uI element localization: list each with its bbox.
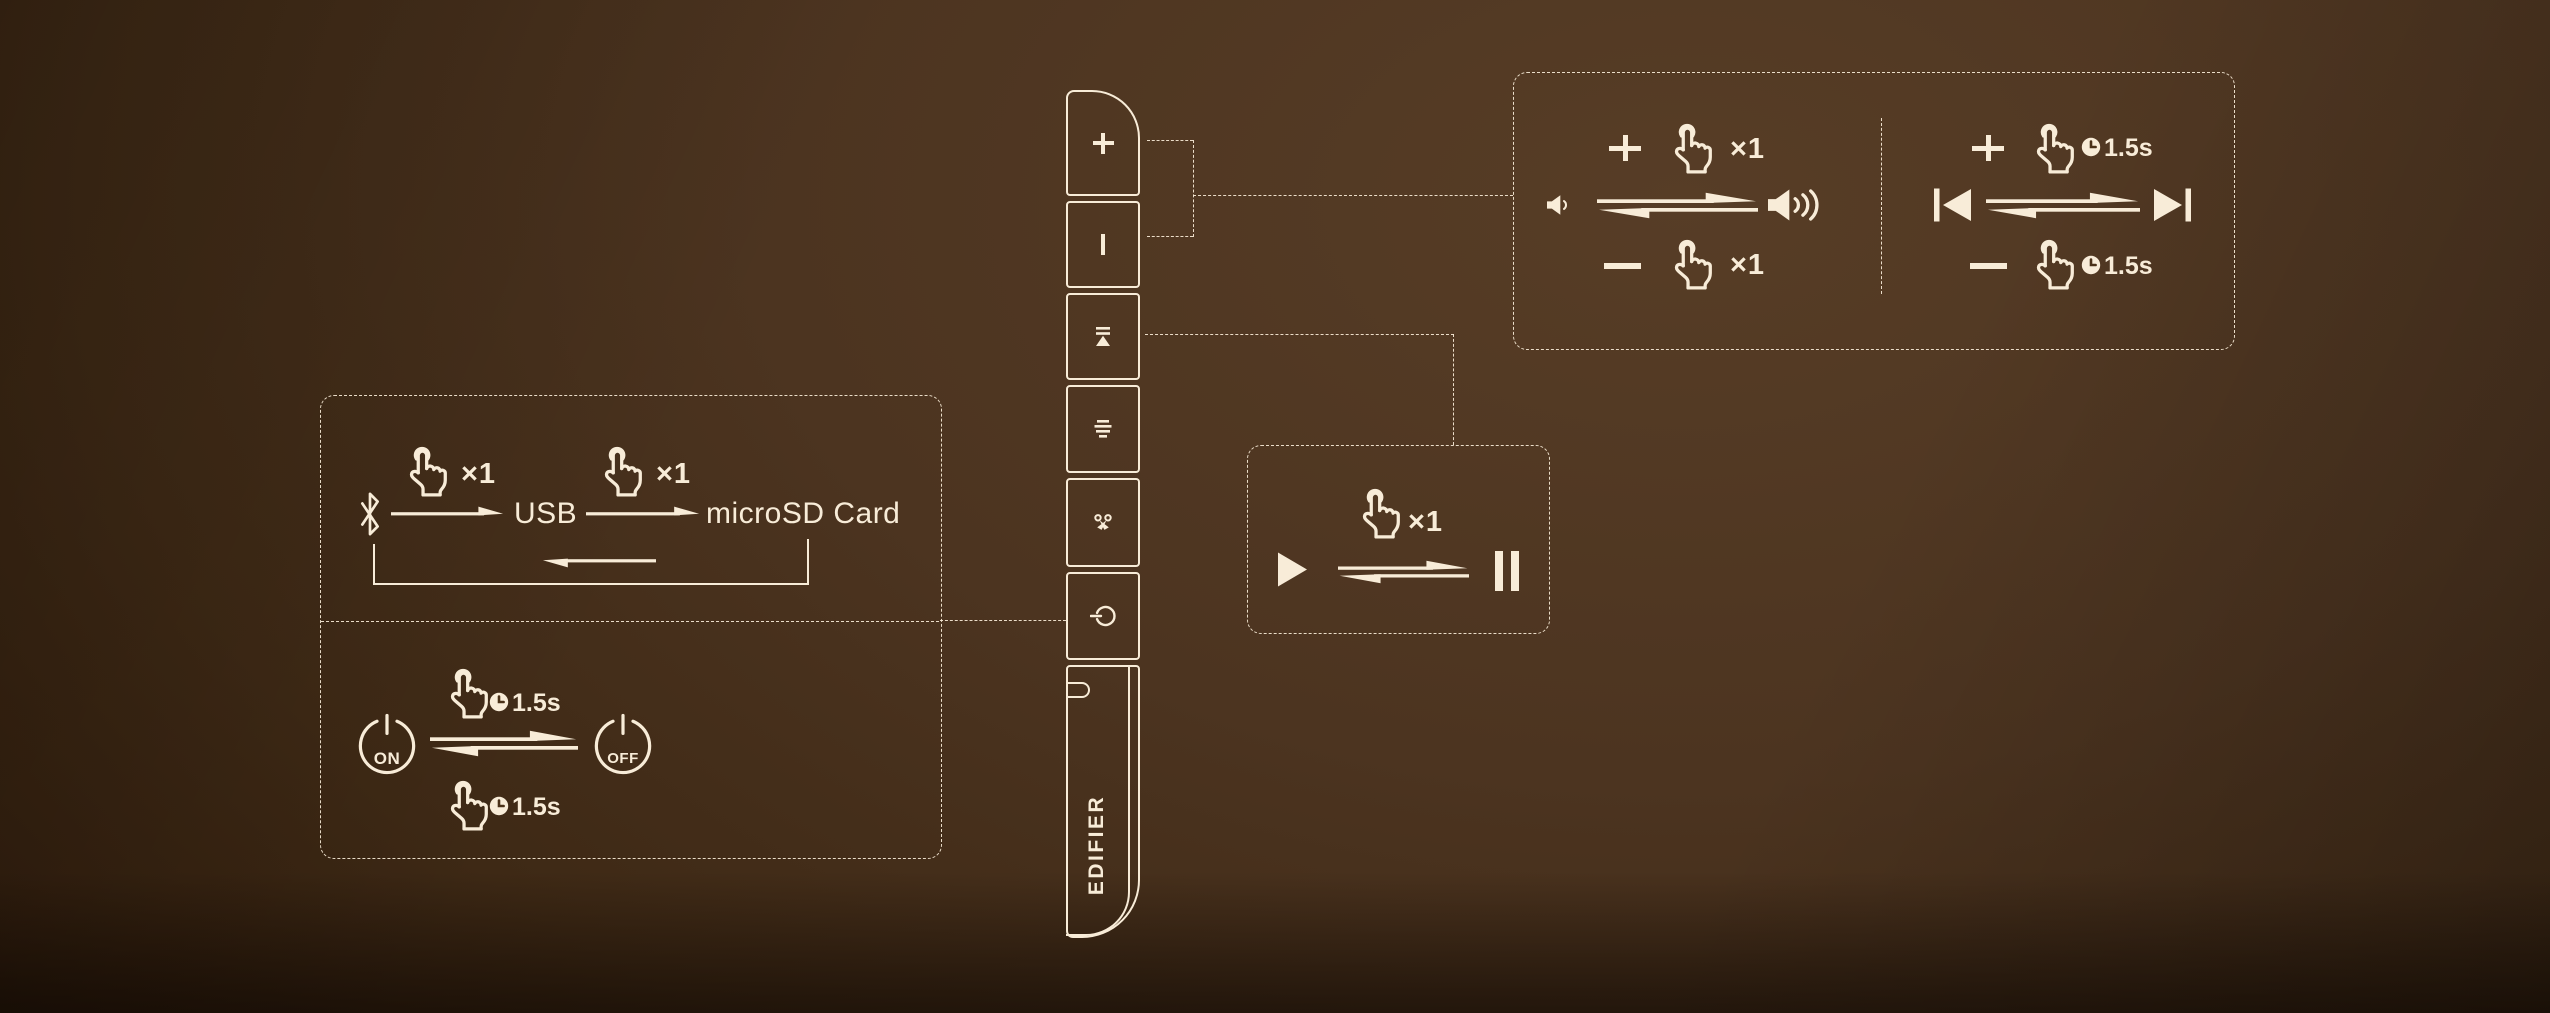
connector-volume-line bbox=[1193, 195, 1513, 196]
clock-icon bbox=[489, 692, 509, 712]
minus-icon bbox=[1970, 263, 2007, 269]
power-on-icon: ON bbox=[356, 713, 418, 775]
return-path bbox=[373, 583, 809, 585]
clock-icon bbox=[2081, 137, 2101, 157]
pause-icon bbox=[1495, 551, 1519, 591]
play-pause-callout: ×1 bbox=[1247, 445, 1550, 634]
connector-source-line bbox=[940, 620, 1066, 621]
minus-icon bbox=[1604, 263, 1641, 269]
connector-volume-top bbox=[1147, 140, 1193, 141]
power-source-button bbox=[1066, 572, 1140, 660]
tap-count: ×1 bbox=[461, 458, 497, 490]
volume-callout-divider bbox=[1881, 118, 1882, 294]
tap-hand-icon bbox=[401, 440, 447, 498]
tap-count: ×1 bbox=[1730, 249, 1766, 281]
volume-down-button bbox=[1066, 201, 1140, 288]
exchange-arrows-icon bbox=[430, 730, 578, 757]
connector-volume-bracket bbox=[1193, 140, 1194, 237]
latch-tab bbox=[1066, 682, 1090, 698]
hold-time: 1.5s bbox=[2104, 134, 2153, 162]
source-callout-divider bbox=[321, 621, 939, 622]
connector-play-line bbox=[1145, 334, 1454, 335]
plus-icon bbox=[1972, 135, 2004, 161]
play-pause-icon bbox=[1095, 327, 1111, 347]
play-pause-button bbox=[1066, 293, 1140, 380]
previous-track-icon bbox=[1933, 187, 1973, 223]
minus-icon bbox=[1101, 234, 1105, 255]
hold-time: 1.5s bbox=[512, 793, 561, 821]
power-on-label: ON bbox=[373, 749, 401, 768]
source-usb-label: USB bbox=[514, 497, 578, 530]
volume-up-button bbox=[1066, 90, 1140, 196]
arrow-right-icon bbox=[391, 506, 505, 521]
return-path bbox=[807, 539, 809, 583]
tap-hand-icon bbox=[442, 774, 488, 832]
clock-icon bbox=[2081, 255, 2101, 275]
tap-count: ×1 bbox=[656, 458, 692, 490]
exchange-arrows-icon bbox=[1597, 192, 1758, 219]
sound-effect-button bbox=[1066, 385, 1140, 473]
next-track-icon bbox=[2152, 187, 2192, 223]
power-icon bbox=[1090, 605, 1116, 627]
equalizer-icon bbox=[1094, 420, 1112, 438]
clock-icon bbox=[489, 796, 509, 816]
return-path bbox=[373, 544, 375, 583]
tap-hand-icon bbox=[442, 662, 488, 720]
tap-hand-icon bbox=[1666, 117, 1712, 175]
tap-hand-icon bbox=[2028, 117, 2074, 175]
source-power-callout: USB microSD Card ×1 ×1 ON OFF 1.5s 1.5s bbox=[320, 395, 942, 859]
tap-hand-icon bbox=[1666, 233, 1712, 291]
power-off-icon: OFF bbox=[592, 713, 654, 775]
connector-volume-bottom bbox=[1147, 236, 1193, 237]
exchange-arrows-icon bbox=[1986, 192, 2140, 219]
source-microsd-label: microSD Card bbox=[706, 497, 901, 530]
brand-logo: EDIFIER bbox=[1085, 794, 1108, 896]
volume-callout: ×1 ×1 1.5s 1.5s bbox=[1513, 72, 2235, 350]
play-icon bbox=[1277, 552, 1308, 587]
hold-time: 1.5s bbox=[2104, 252, 2153, 280]
tap-hand-icon bbox=[2028, 233, 2074, 291]
hold-time: 1.5s bbox=[512, 689, 561, 717]
plus-icon bbox=[1609, 135, 1641, 161]
arrow-right-icon bbox=[586, 506, 701, 521]
scissors-icon bbox=[1091, 512, 1115, 534]
tap-count: ×1 bbox=[1408, 506, 1444, 538]
connector-play-drop bbox=[1453, 334, 1454, 445]
speaker-low-icon bbox=[1547, 187, 1587, 223]
tap-hand-icon bbox=[596, 440, 642, 498]
plus-icon bbox=[1092, 132, 1114, 154]
tap-count: ×1 bbox=[1730, 133, 1766, 165]
exchange-arrows-icon bbox=[1338, 560, 1469, 584]
pairing-button bbox=[1066, 478, 1140, 567]
arrow-left-icon bbox=[541, 553, 656, 568]
tap-hand-icon bbox=[1354, 482, 1400, 540]
bluetooth-icon bbox=[356, 491, 384, 537]
speaker-high-icon bbox=[1768, 187, 1832, 223]
power-off-label: OFF bbox=[607, 750, 639, 767]
